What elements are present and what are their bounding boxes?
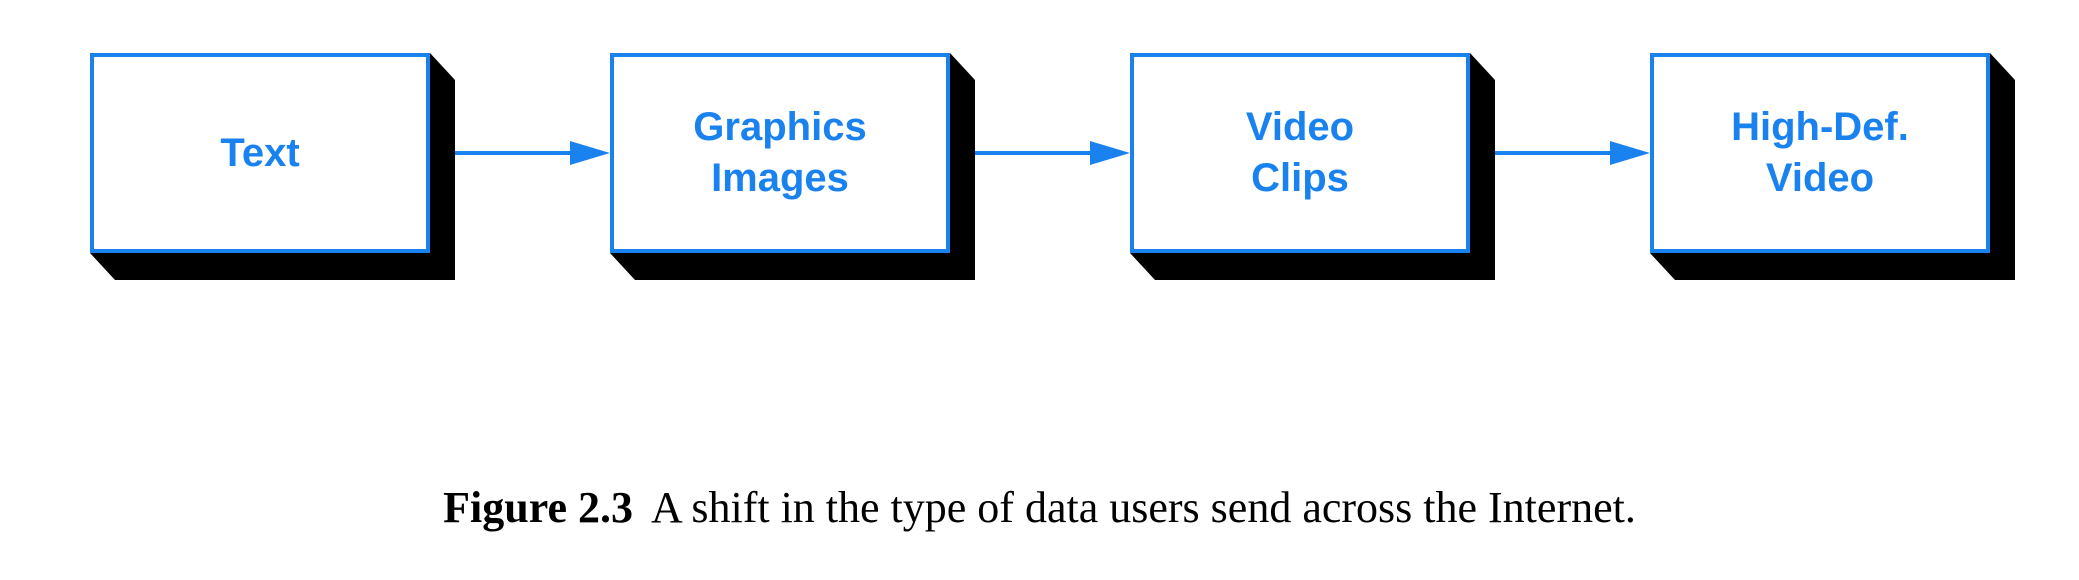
- node-label-line-2: Video: [1765, 156, 1875, 200]
- node-box: Video Clips: [1130, 53, 1470, 253]
- node-label-line-1: High-Def.: [1731, 105, 1909, 149]
- node-box: Graphics Images: [610, 53, 950, 253]
- node-label-line-1: Graphics: [693, 105, 867, 149]
- arrow-video-clips-to-hd-video: [1470, 141, 1650, 165]
- figure-label: Figure 2.3: [443, 483, 633, 532]
- node-text: Text: [90, 53, 455, 280]
- node-label-line-2: Clips: [1251, 156, 1349, 200]
- node-graphics-images: Graphics Images: [610, 53, 975, 280]
- arrow-graphics-to-video-clips: [950, 141, 1130, 165]
- node-box: High-Def. Video: [1650, 53, 1990, 253]
- figure-caption: Figure 2.3 A shift in the type of data us…: [0, 482, 2079, 533]
- figure-caption-text: A shift in the type of data users send a…: [651, 483, 1636, 532]
- node-video-clips: Video Clips: [1130, 53, 1495, 280]
- node-label-line-1: Video: [1245, 105, 1355, 149]
- node-box: Text: [90, 53, 430, 253]
- arrow-text-to-graphics: [430, 141, 610, 165]
- node-label: Text: [220, 130, 300, 175]
- node-label-line-2: Images: [711, 156, 849, 200]
- node-high-def-video: High-Def. Video: [1650, 53, 2015, 280]
